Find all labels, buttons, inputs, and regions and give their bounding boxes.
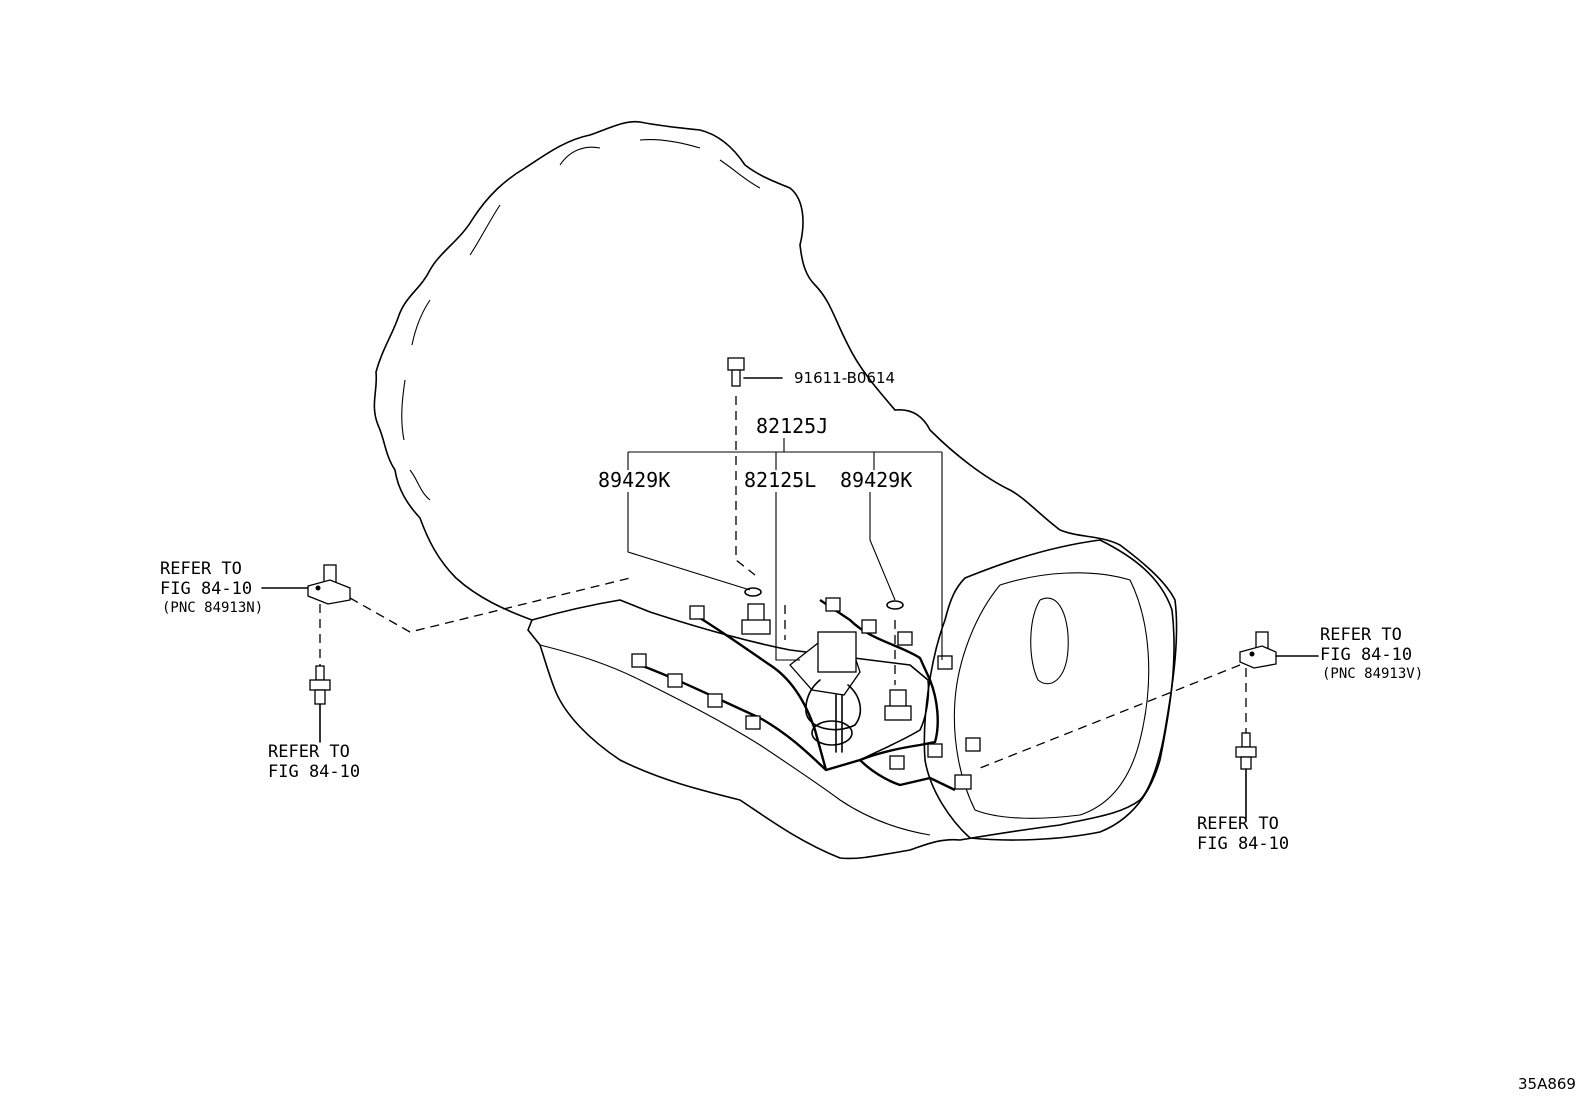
- leader-89429K-right: [869, 492, 896, 601]
- refer-right-lower-line1: REFER TO: [1197, 814, 1279, 834]
- bell-housing-outline: [373, 120, 896, 621]
- refer-left-upper-line2: FIG 84-10: [160, 579, 253, 599]
- figure-code: 35A869: [1518, 1075, 1576, 1093]
- wire-harness-branch: [694, 613, 828, 771]
- refer-right-upper-line3: (PNC 84913V): [1322, 666, 1424, 682]
- rear-flange-inner: [953, 572, 1150, 819]
- label-harness-82125J[interactable]: 82125J: [756, 414, 829, 438]
- bolt-91611: [727, 357, 783, 387]
- label-bracket-82125J: [627, 438, 943, 660]
- wire-harness-lower: [859, 759, 956, 792]
- refer-left-lower-line1: REFER TO: [268, 742, 350, 762]
- refer-left-upper-line1: REFER TO: [160, 559, 242, 579]
- leader-89429K-left: [627, 492, 751, 591]
- refer-left-upper-line3: (PNC 84913N): [162, 600, 264, 616]
- wire-harness-main: [639, 599, 939, 772]
- harness-bracket-module: [789, 631, 862, 753]
- label-bolt-91611[interactable]: 91611-B0614: [794, 369, 896, 387]
- case-lower-edge: [539, 644, 931, 836]
- label-sensor-89429K-left[interactable]: 89429K: [598, 468, 671, 492]
- rear-flange-bore: [1030, 597, 1069, 685]
- refer-right-lower-line2: FIG 84-10: [1197, 834, 1290, 854]
- bell-housing-inner-rim: [401, 138, 761, 501]
- sensor-plug-left: [741, 587, 771, 635]
- refer-right-upper-line2: FIG 84-10: [1320, 645, 1413, 665]
- refer-left-lower-line2: FIG 84-10: [268, 762, 361, 782]
- leader-82125L: [775, 492, 800, 661]
- harness-connectors: [631, 597, 981, 790]
- refer-right-upper-line1: REFER TO: [1320, 625, 1402, 645]
- speed-sensor-right: [974, 631, 1319, 819]
- case-outline: [527, 409, 1178, 860]
- sensor-plug-right: [884, 600, 912, 721]
- rear-flange-outline: [923, 539, 1175, 841]
- label-sensor-89429K-right[interactable]: 89429K: [840, 468, 913, 492]
- speed-sensor-left: [261, 564, 631, 743]
- label-harness-82125L[interactable]: 82125L: [744, 468, 817, 492]
- bolt-dash: [735, 396, 756, 576]
